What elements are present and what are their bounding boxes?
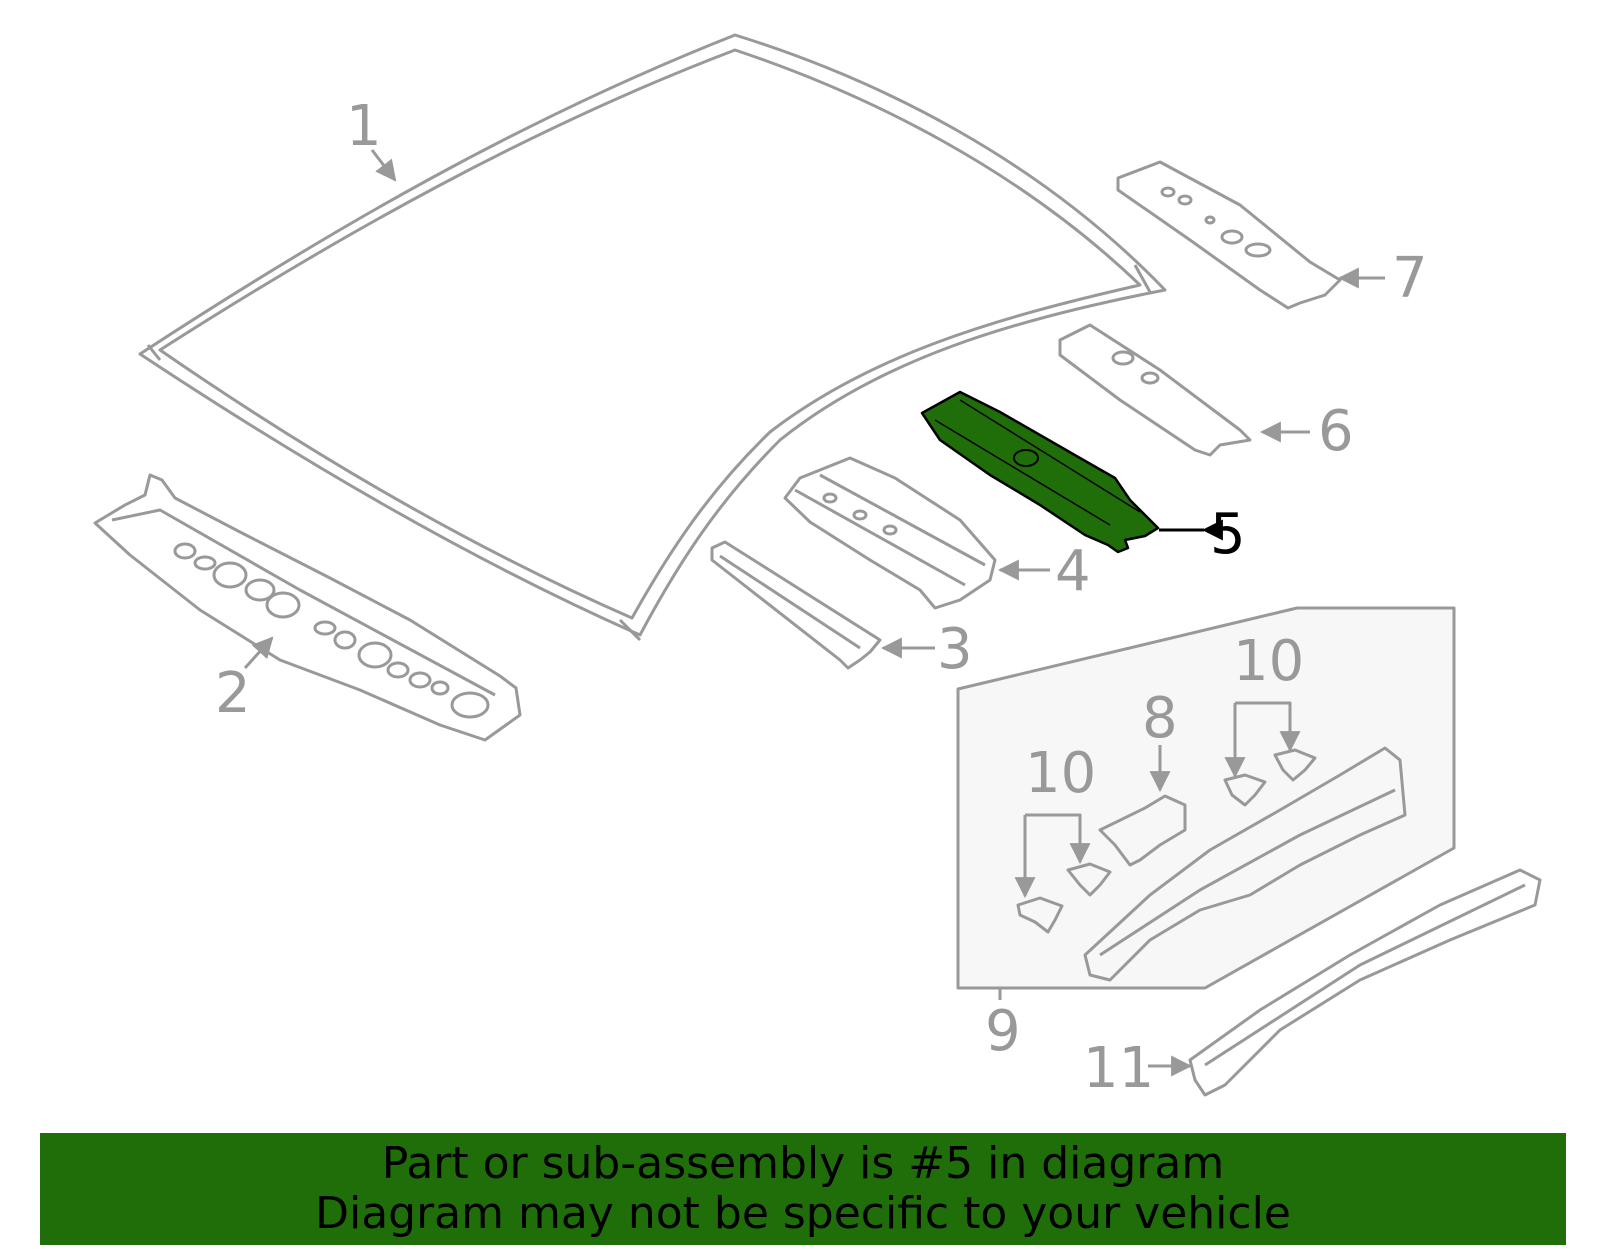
callout-7: 7 [1392, 246, 1428, 311]
banner-line-2: Diagram may not be specific to your vehi… [315, 1188, 1291, 1239]
callout-6: 6 [1318, 399, 1354, 464]
front-header-panel [93, 473, 522, 742]
leader-1 [370, 149, 397, 182]
rear-roof-bow [1058, 323, 1252, 457]
callout-11: 11 [1083, 1036, 1154, 1101]
callout-3: 3 [937, 617, 973, 682]
callout-8: 8 [1142, 686, 1178, 751]
callout-9: 9 [985, 999, 1021, 1064]
parts-diagram: 1 2 3 4 5 6 7 8 9 10 10 11 [93, 33, 1542, 1101]
roof-panel [138, 33, 1167, 642]
banner-line-1: Part or sub-assembly is #5 in diagram [381, 1138, 1225, 1189]
callout-5: 5 [1210, 502, 1246, 567]
callout-1: 1 [346, 94, 382, 159]
roof-reinforcement-highlighted [920, 390, 1223, 554]
callout-2: 2 [215, 661, 251, 726]
center-roof-bow [783, 456, 997, 610]
rear-header-panel [1116, 160, 1342, 310]
roof-side-rail [1188, 868, 1542, 1097]
rail-assembly-box [956, 606, 1456, 1000]
info-banner: Part or sub-assembly is #5 in diagram Di… [40, 1133, 1566, 1245]
leader-2 [243, 636, 274, 670]
callout-10-right: 10 [1233, 629, 1304, 694]
callout-10-left: 10 [1025, 741, 1096, 806]
callout-4: 4 [1055, 539, 1091, 604]
front-roof-bow [710, 540, 882, 670]
